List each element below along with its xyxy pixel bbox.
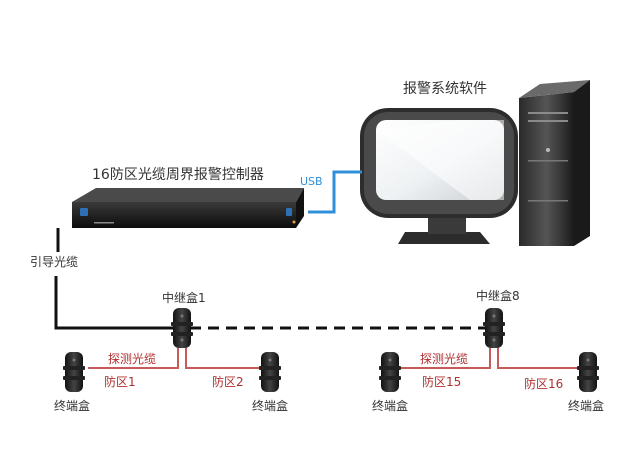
controller-title: 16防区光缆周界报警控制器 (92, 167, 264, 183)
zone-label: 防区2 (212, 375, 244, 389)
pc-tower-icon (519, 80, 590, 246)
terminal-box-label: 终端盒 (568, 399, 605, 413)
terminal-box-icon (577, 352, 599, 392)
terminal-box-label: 终端盒 (252, 399, 289, 413)
software-title: 报警系统软件 (403, 81, 487, 97)
relay-label-left: 中继盒1 (162, 291, 206, 305)
probe-cable-right (396, 348, 491, 369)
terminal-box-icon (379, 352, 401, 392)
probe-cable-label-right: 探测光缆 (420, 352, 469, 366)
guide-cable-label: 引导光缆 (30, 255, 79, 269)
zone-label: 防区1 (104, 375, 136, 389)
relay-box-icon (483, 308, 505, 348)
alarm-controller-icon (72, 188, 304, 228)
zone-label: 防区16 (524, 377, 564, 391)
probe-cable-right (497, 348, 582, 369)
guide-cable (54, 276, 176, 330)
zone-label: 防区15 (422, 375, 462, 389)
terminal-box-label: 终端盒 (372, 399, 409, 413)
probe-cable-left (88, 348, 179, 369)
probe-cable-label-left: 探测光缆 (108, 352, 157, 366)
terminal-box-icon (259, 352, 281, 392)
terminal-box-label: 终端盒 (54, 399, 91, 413)
monitor-icon (360, 108, 518, 244)
probe-cable-left (185, 348, 262, 369)
relay-box-icon (171, 308, 193, 348)
terminal-box-icon (63, 352, 85, 392)
usb-label: USB (300, 175, 323, 188)
usb-cable (308, 170, 362, 214)
relay-label-right: 中继盒8 (476, 289, 520, 303)
